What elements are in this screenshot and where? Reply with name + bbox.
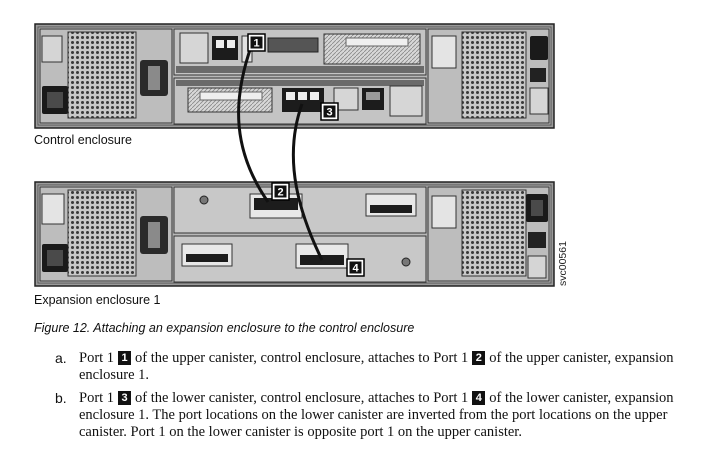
callout-1: 1 [247,33,266,52]
figure-code: svc00561 [557,241,569,286]
step-a-text-3: of the upper canister, expansion enclosu… [79,350,674,383]
svg-text:4: 4 [352,263,359,275]
svg-text:2: 2 [277,187,283,199]
callout-3: 3 [320,102,339,121]
svg-text:3: 3 [326,107,332,119]
step-a-marker: a. [55,350,67,366]
expansion-left-power-supply [39,186,173,282]
callout-2: 2 [271,182,290,201]
control-right-power-supply [427,28,550,124]
step-b-callout-4: 4 [472,391,486,405]
step-b-text-3: of the lower canister, expansion enclosu… [79,390,674,440]
step-a-callout-2: 2 [472,351,486,365]
step-a-text-1: Port 1 [79,350,115,366]
step-b-callout-3: 3 [118,391,132,405]
control-lower-canister [173,77,427,125]
control-enclosure-label: Control enclosure [34,133,132,147]
expansion-enclosure-label: Expansion enclosure 1 [34,293,161,307]
control-upper-canister [173,28,427,76]
control-enclosure [34,23,555,129]
figure-illustration: 1 2 3 4 svc00561 [34,23,569,287]
step-b-text-1: Port 1 [79,390,115,406]
step-b-text-2: of the lower canister, control enclosure… [135,390,469,406]
expansion-right-power-supply [427,186,550,282]
expansion-enclosure [34,181,555,287]
sas-cable-lower [291,103,324,261]
figure-caption: Figure 12. Attaching an expansion enclos… [34,321,415,335]
step-a-text-2: of the upper canister, control enclosure… [135,350,469,366]
enclosure-diagram: 1 2 3 4 svc00561 [34,23,569,287]
control-left-power-supply [39,28,173,124]
sas-cable-upper [237,43,270,203]
callout-4: 4 [346,258,365,277]
expansion-upper-canister [173,186,427,234]
step-a-callout-1: 1 [118,351,132,365]
svg-text:1: 1 [253,38,259,50]
step-b-marker: b. [55,390,67,406]
expansion-lower-canister [173,235,427,283]
